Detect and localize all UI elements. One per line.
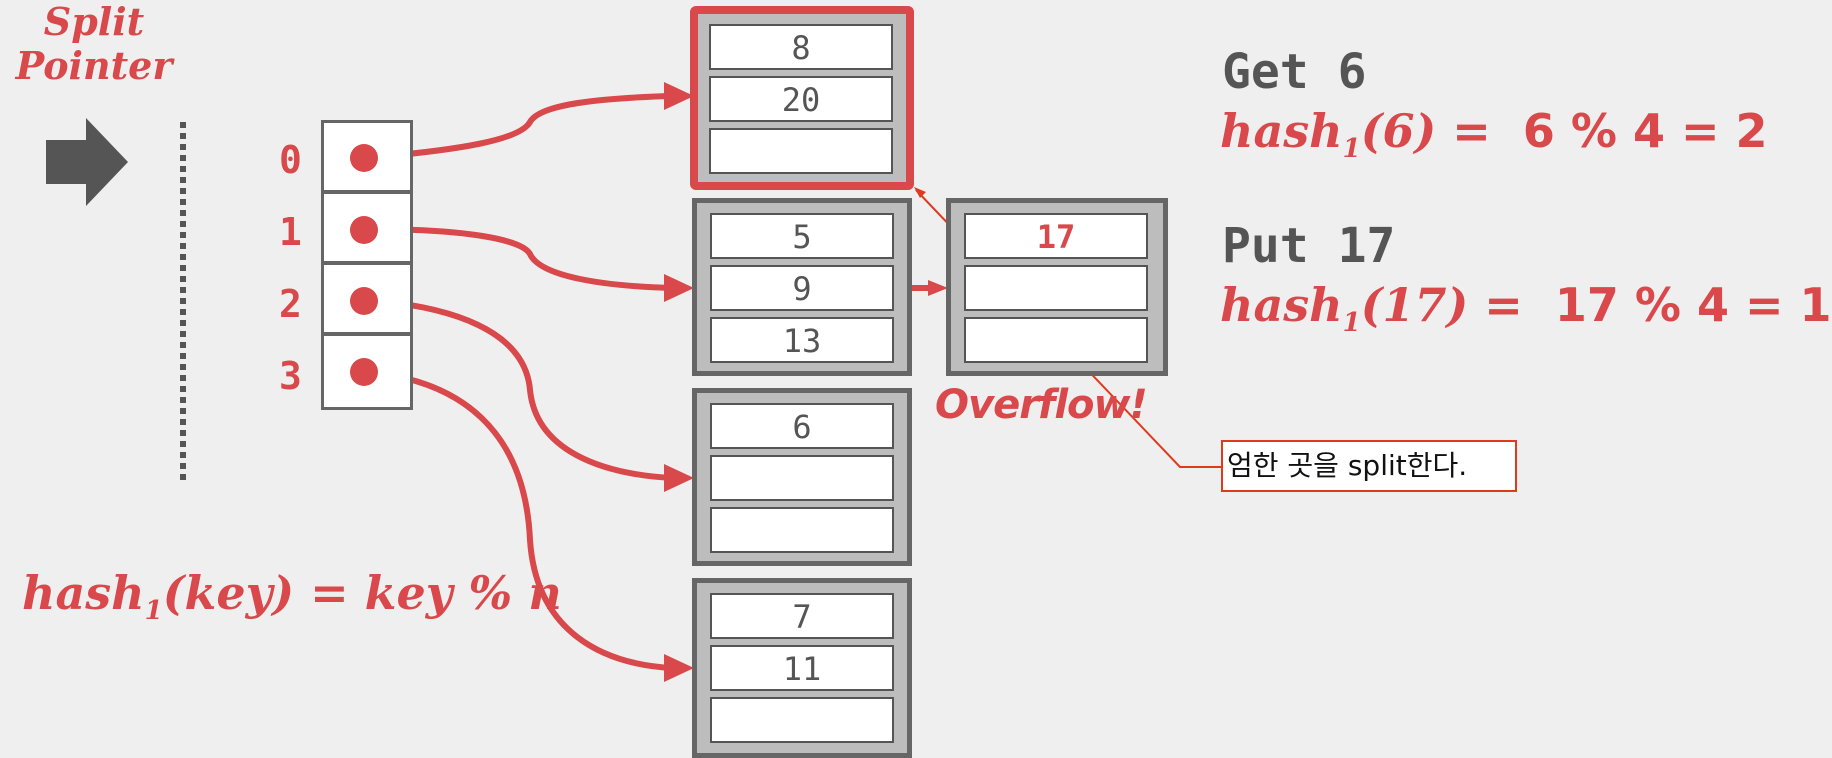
bucket-slot: 5 — [710, 213, 894, 259]
directory-index-1: 1 — [279, 210, 302, 254]
arrowhead-dir2 — [664, 464, 694, 492]
arrow-dir0 — [365, 93, 673, 161]
get-op-sub: 1 — [1342, 134, 1361, 165]
bucket-slot: 9 — [710, 265, 894, 311]
get-op-equation: hash1(6) = 6 % 4 = 2 — [1220, 104, 1768, 164]
hash-formula-sub: 1 — [144, 596, 163, 627]
get-op-title: Get 6 — [1222, 44, 1367, 100]
bucket-2: 6 — [692, 388, 912, 566]
get-op-arg: (6) — [1360, 104, 1437, 158]
put-op-title: Put 17 — [1222, 218, 1396, 274]
arrow-dir3 — [365, 369, 673, 671]
put-op-rest: = 17 % 4 = 1 — [1468, 278, 1832, 332]
annotation-box: 엄한 곳을 split한다. — [1221, 440, 1517, 492]
directory-cell — [321, 191, 413, 264]
bucket-slot: 8 — [709, 24, 893, 70]
overflow-slot — [964, 265, 1148, 311]
bucket-0: 8 20 — [690, 6, 914, 190]
hash-formula: hash1(key) = key % n — [22, 566, 562, 626]
get-op-fn: hash — [1220, 104, 1343, 158]
annotation-leader-arrowhead — [914, 187, 926, 198]
hash-formula-fn: hash — [22, 566, 145, 620]
split-pointer-arrow-icon — [46, 118, 128, 206]
arrowhead-dir3 — [664, 654, 694, 682]
split-pointer-line2: Pointer — [15, 43, 173, 88]
directory-cell — [321, 262, 413, 335]
directory-cell — [321, 333, 413, 410]
arrowhead-overflow — [928, 280, 948, 296]
bucket-slot: 11 — [710, 645, 894, 691]
directory-cell — [321, 120, 413, 193]
arrow-dir2 — [365, 297, 673, 481]
put-op-fn: hash — [1220, 278, 1343, 332]
bucket-1: 5 9 13 — [692, 198, 912, 376]
overflow-label: Overflow! — [935, 382, 1148, 428]
directory — [321, 120, 413, 410]
put-op-equation: hash1(17) = 17 % 4 = 1 — [1220, 278, 1832, 338]
bucket-slot: 7 — [710, 593, 894, 639]
bucket-slot — [709, 128, 893, 174]
bucket-slot: 20 — [709, 76, 893, 122]
arrow-dir1 — [365, 226, 673, 291]
overflow-bucket: 17 — [946, 198, 1168, 376]
split-pointer-label: Split Pointer — [14, 0, 174, 88]
put-op-sub: 1 — [1342, 308, 1361, 339]
bucket-slot — [710, 455, 894, 501]
bucket-slot — [710, 697, 894, 743]
bucket-slot: 6 — [710, 403, 894, 449]
get-op-rest: = 6 % 4 = 2 — [1436, 104, 1768, 158]
bucket-slot — [710, 507, 894, 553]
arrowhead-dir1 — [664, 274, 694, 302]
overflow-slot: 17 — [964, 213, 1148, 259]
bucket-3: 7 11 — [692, 578, 912, 758]
split-pointer-line1: Split — [43, 0, 145, 44]
overflow-slot — [964, 317, 1148, 363]
put-op-arg: (17) — [1360, 278, 1469, 332]
bucket-slot: 13 — [710, 317, 894, 363]
hash-formula-rest: (key) = key % n — [162, 566, 562, 620]
directory-index-0: 0 — [279, 138, 302, 182]
arrowhead-dir0 — [664, 82, 694, 110]
directory-index-3: 3 — [279, 354, 302, 398]
directory-index-2: 2 — [279, 282, 302, 326]
